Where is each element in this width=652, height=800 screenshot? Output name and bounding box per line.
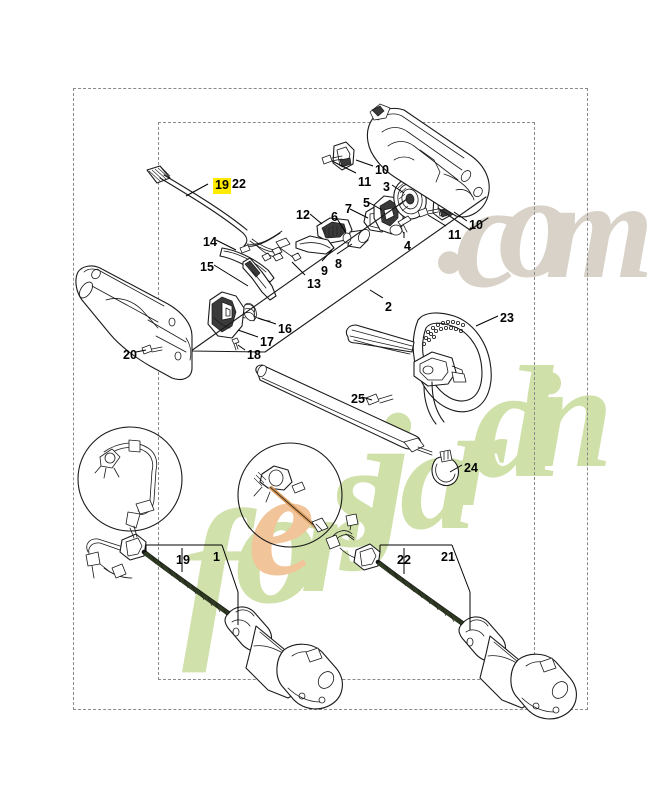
callout-18: 18 — [247, 348, 261, 362]
part-17-trigger-housing — [207, 291, 245, 339]
callout-19: 19 — [176, 553, 190, 567]
callout-5: 5 — [363, 196, 370, 210]
callout-17: 17 — [260, 335, 274, 349]
callout-11: 11 — [358, 175, 372, 189]
callout-23: 23 — [500, 311, 514, 325]
callout-13: 13 — [307, 277, 321, 291]
shaft-assembly-left — [85, 525, 343, 710]
part-11-screw-lower — [417, 207, 439, 218]
detail-circle-left — [77, 426, 183, 532]
part-23-loop-handle — [345, 312, 492, 425]
callout-2: 2 — [385, 300, 392, 314]
part-15-trigger-lever — [242, 257, 277, 301]
part-13-rod — [275, 237, 302, 262]
callout-16: 16 — [278, 322, 292, 336]
part-24-cable-clip — [431, 449, 460, 487]
left-shaft-housing — [75, 265, 193, 381]
callout-25: 25 — [351, 392, 365, 406]
callout-3: 3 — [383, 180, 390, 194]
throttle-cable-top — [146, 165, 284, 262]
leader-lines — [135, 159, 499, 630]
callout-6: 6 — [331, 210, 338, 224]
part-20-screw — [141, 344, 163, 355]
part-10-clamp-upper — [332, 141, 355, 171]
callout-4: 4 — [404, 239, 411, 253]
part-25-screw — [365, 393, 394, 406]
callout-7: 7 — [345, 202, 352, 216]
callout-12: 12 — [296, 208, 310, 222]
callout-9: 9 — [321, 264, 328, 278]
part-8-grip-end — [347, 229, 370, 249]
callout-10: 10 — [469, 218, 483, 232]
part-2-ground-plane — [190, 196, 487, 353]
callout-19-highlighted: 19 — [213, 178, 231, 194]
callout-24: 24 — [464, 461, 478, 475]
callout-8: 8 — [335, 257, 342, 271]
part-18-screw — [231, 337, 240, 351]
shaft-tube — [255, 364, 433, 456]
callout-10: 10 — [375, 163, 389, 177]
callout-22: 22 — [397, 553, 411, 567]
callout-15: 15 — [200, 260, 214, 274]
part-9-lever-arm — [295, 235, 335, 255]
callout-20: 20 — [123, 348, 137, 362]
detail-circle-center — [237, 442, 343, 548]
callout-22: 22 — [232, 177, 246, 191]
callout-14: 14 — [203, 235, 217, 249]
part-4-pin — [397, 215, 412, 235]
callout-21: 21 — [441, 550, 455, 564]
inner-frame — [158, 122, 535, 680]
callout-1: 1 — [213, 550, 220, 564]
callout-11: 11 — [448, 228, 462, 242]
outer-frame — [73, 88, 588, 710]
shaft-assembly-right — [325, 513, 577, 720]
